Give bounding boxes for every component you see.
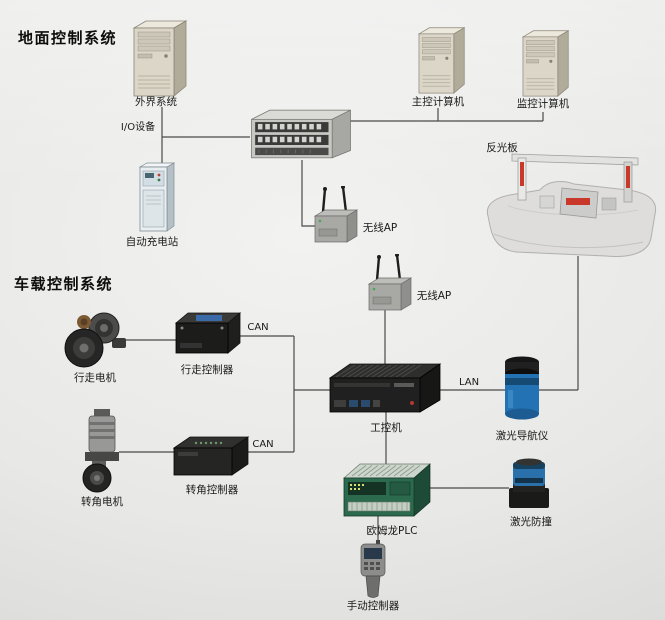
label-monitor-computer: 监控计算机 bbox=[516, 98, 570, 110]
label-steering-motor: 转角电机 bbox=[81, 496, 123, 508]
laser-anticollision-image bbox=[502, 452, 556, 514]
main-computer-tower-image bbox=[412, 24, 466, 96]
label-travel-controller: 行走控制器 bbox=[180, 364, 234, 376]
steering-controller-image bbox=[170, 430, 252, 480]
label-external-system: 外界系统 bbox=[135, 96, 177, 108]
label-can-steering: CAN bbox=[252, 439, 274, 450]
label-can-travel: CAN bbox=[247, 322, 269, 333]
manual-controller-image bbox=[350, 536, 396, 600]
label-io-device: I/O设备 bbox=[120, 122, 156, 133]
label-travel-motor: 行走电机 bbox=[74, 372, 116, 384]
label-reflector: 反光板 bbox=[486, 142, 518, 154]
steering-motor-image bbox=[72, 406, 132, 494]
laser-navigator-image bbox=[494, 350, 550, 428]
label-laser-anticollision: 激光防撞 bbox=[510, 516, 552, 528]
label-ipc: 工控机 bbox=[370, 422, 402, 434]
label-charging-station: 自动充电站 bbox=[125, 236, 179, 248]
reflector-machine-image bbox=[478, 146, 662, 266]
ipc-image bbox=[326, 356, 444, 418]
wireless-ap-ground-image bbox=[312, 186, 360, 244]
label-omron-plc: 欧姆龙PLC bbox=[366, 525, 418, 537]
label-manual-controller: 手动控制器 bbox=[346, 600, 400, 612]
label-main-computer: 主控计算机 bbox=[411, 96, 465, 108]
charging-station-image bbox=[136, 160, 178, 234]
label-laser-navigator: 激光导航仪 bbox=[495, 430, 549, 442]
section-title-vehicle: 车载控制系统 bbox=[14, 275, 114, 293]
travel-controller-image bbox=[172, 306, 244, 360]
omron-plc-image bbox=[340, 456, 434, 522]
section-title-ground: 地面控制系统 bbox=[18, 29, 118, 47]
label-steering-controller: 转角控制器 bbox=[185, 484, 239, 496]
label-wireless-ap-vehicle: 无线AP bbox=[416, 290, 452, 302]
label-lan: LAN bbox=[458, 377, 480, 388]
monitor-computer-tower-image bbox=[516, 28, 570, 98]
label-wireless-ap-ground: 无线AP bbox=[362, 222, 398, 234]
travel-motor-image bbox=[60, 308, 130, 370]
wireless-ap-vehicle-image bbox=[366, 254, 414, 312]
external-system-tower-image bbox=[126, 18, 188, 98]
network-switch-image bbox=[246, 104, 356, 164]
